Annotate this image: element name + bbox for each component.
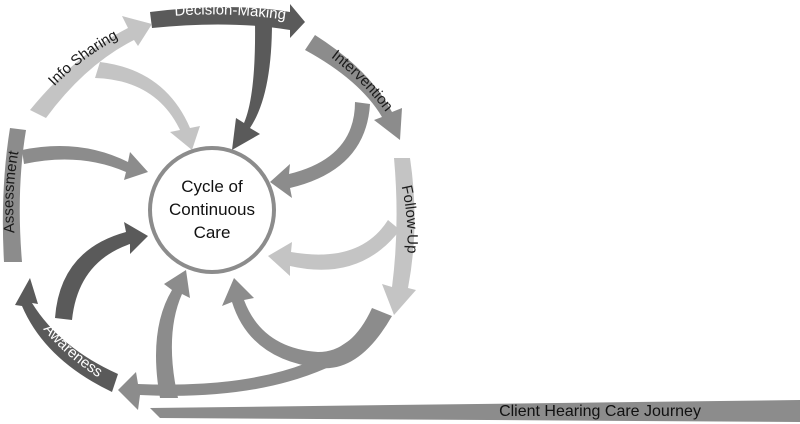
journey-up-arrow-inner [156,270,190,398]
awareness-segment [15,278,118,392]
assessment-inner-arrow [22,146,148,180]
journey-loop-arrow-right [222,278,392,369]
intervention-segment [305,35,402,140]
intervention-inner-arrow [270,102,370,198]
follow-up-inner-arrow [268,220,400,276]
awareness-inner-arrow [55,222,148,320]
center-title-line3: Care [194,223,231,242]
assessment-segment [2,128,26,262]
info-sharing-inner-arrow [95,62,200,150]
assessment-label: Assessment [0,149,22,234]
decision-making-label: Decision-Making [174,1,287,23]
center-title-line1: Cycle of [181,177,243,196]
decision-making-inner-arrow [232,22,272,150]
journey-bar [150,400,800,422]
info-sharing-label: Info Sharing [45,27,121,90]
awareness-label: Awareness [40,321,105,381]
journey-label: Client Hearing Care Journey [499,403,701,420]
decision-making-segment [150,4,305,38]
center-circle [148,146,276,274]
journey-return-arrow-left [118,340,360,410]
follow-up-segment [382,158,416,315]
info-sharing-segment [30,16,152,118]
center-title-line2: Continuous [169,200,255,219]
